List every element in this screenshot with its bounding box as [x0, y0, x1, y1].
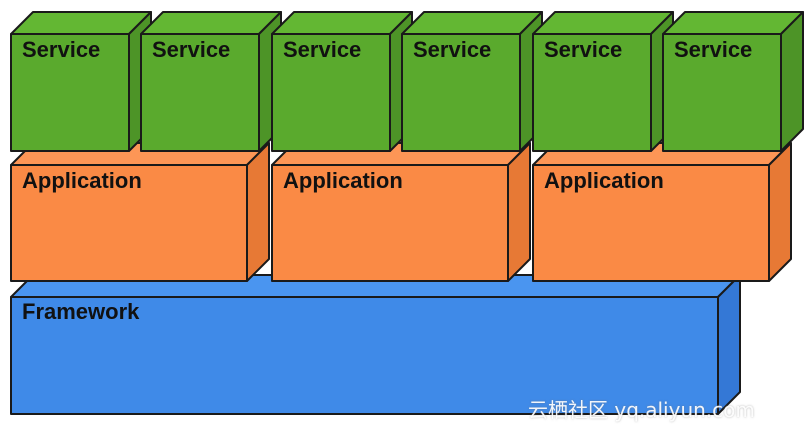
- service-2-box-top: [140, 11, 282, 35]
- framework-box-front: [10, 296, 719, 415]
- application-2-label: Application: [283, 168, 403, 193]
- service-6-box-front: [662, 33, 782, 152]
- service-4-box-front: [401, 33, 521, 152]
- service-3-label: Service: [283, 37, 362, 62]
- application-1-box-front: [10, 164, 248, 282]
- service-1-box-front: [10, 33, 130, 152]
- watermark: 云栖社区 yq.aliyun.com: [528, 398, 755, 422]
- service-1-box-top: [10, 11, 152, 35]
- service-2-label: Service: [152, 37, 231, 62]
- application-1-box-side: [246, 142, 270, 282]
- application-3-box-side: [768, 142, 792, 282]
- service-4-label: Service: [413, 37, 492, 62]
- application-2-box-side: [507, 142, 531, 282]
- service-5-label: Service: [544, 37, 623, 62]
- service-3-box-top: [271, 11, 413, 35]
- service-5-box-top: [532, 11, 674, 35]
- service-1-label: Service: [22, 37, 101, 62]
- service-3-box-front: [271, 33, 391, 152]
- service-4-box-top: [401, 11, 543, 35]
- framework-label: Framework: [22, 299, 140, 324]
- application-3-label: Application: [544, 168, 664, 193]
- service-5-box-front: [532, 33, 652, 152]
- service-6-label: Service: [674, 37, 753, 62]
- service-2-box-front: [140, 33, 260, 152]
- application-2-box-front: [271, 164, 509, 282]
- service-6-box-top: [662, 11, 804, 35]
- application-3-box-front: [532, 164, 770, 282]
- application-1-label: Application: [22, 168, 142, 193]
- service-6-box-side: [780, 11, 804, 152]
